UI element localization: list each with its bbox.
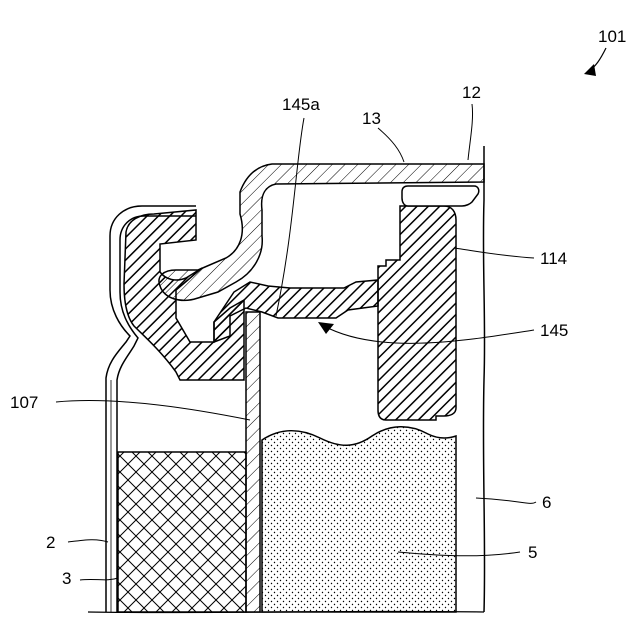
figure-arrow-head: [584, 64, 596, 76]
label-145a: 145a: [282, 95, 320, 114]
insulator-114: [378, 206, 456, 420]
inner-wall-107: [246, 312, 260, 612]
label-114: 114: [540, 249, 567, 268]
label-12: 12: [462, 83, 481, 102]
label-3: 3: [62, 569, 71, 588]
lid-cap-12: [402, 186, 479, 206]
layer-3: [118, 452, 246, 612]
label-2: 2: [46, 533, 55, 552]
boundary-6: [483, 146, 484, 612]
arrow-head-145: [318, 322, 334, 334]
label-13: 13: [362, 109, 381, 128]
label-6: 6: [542, 493, 551, 512]
label-145: 145: [540, 321, 568, 340]
electrolyte-body-5: [262, 427, 456, 612]
label-107: 107: [10, 393, 38, 412]
label-5: 5: [528, 543, 537, 562]
label-fig: 101: [598, 27, 626, 46]
